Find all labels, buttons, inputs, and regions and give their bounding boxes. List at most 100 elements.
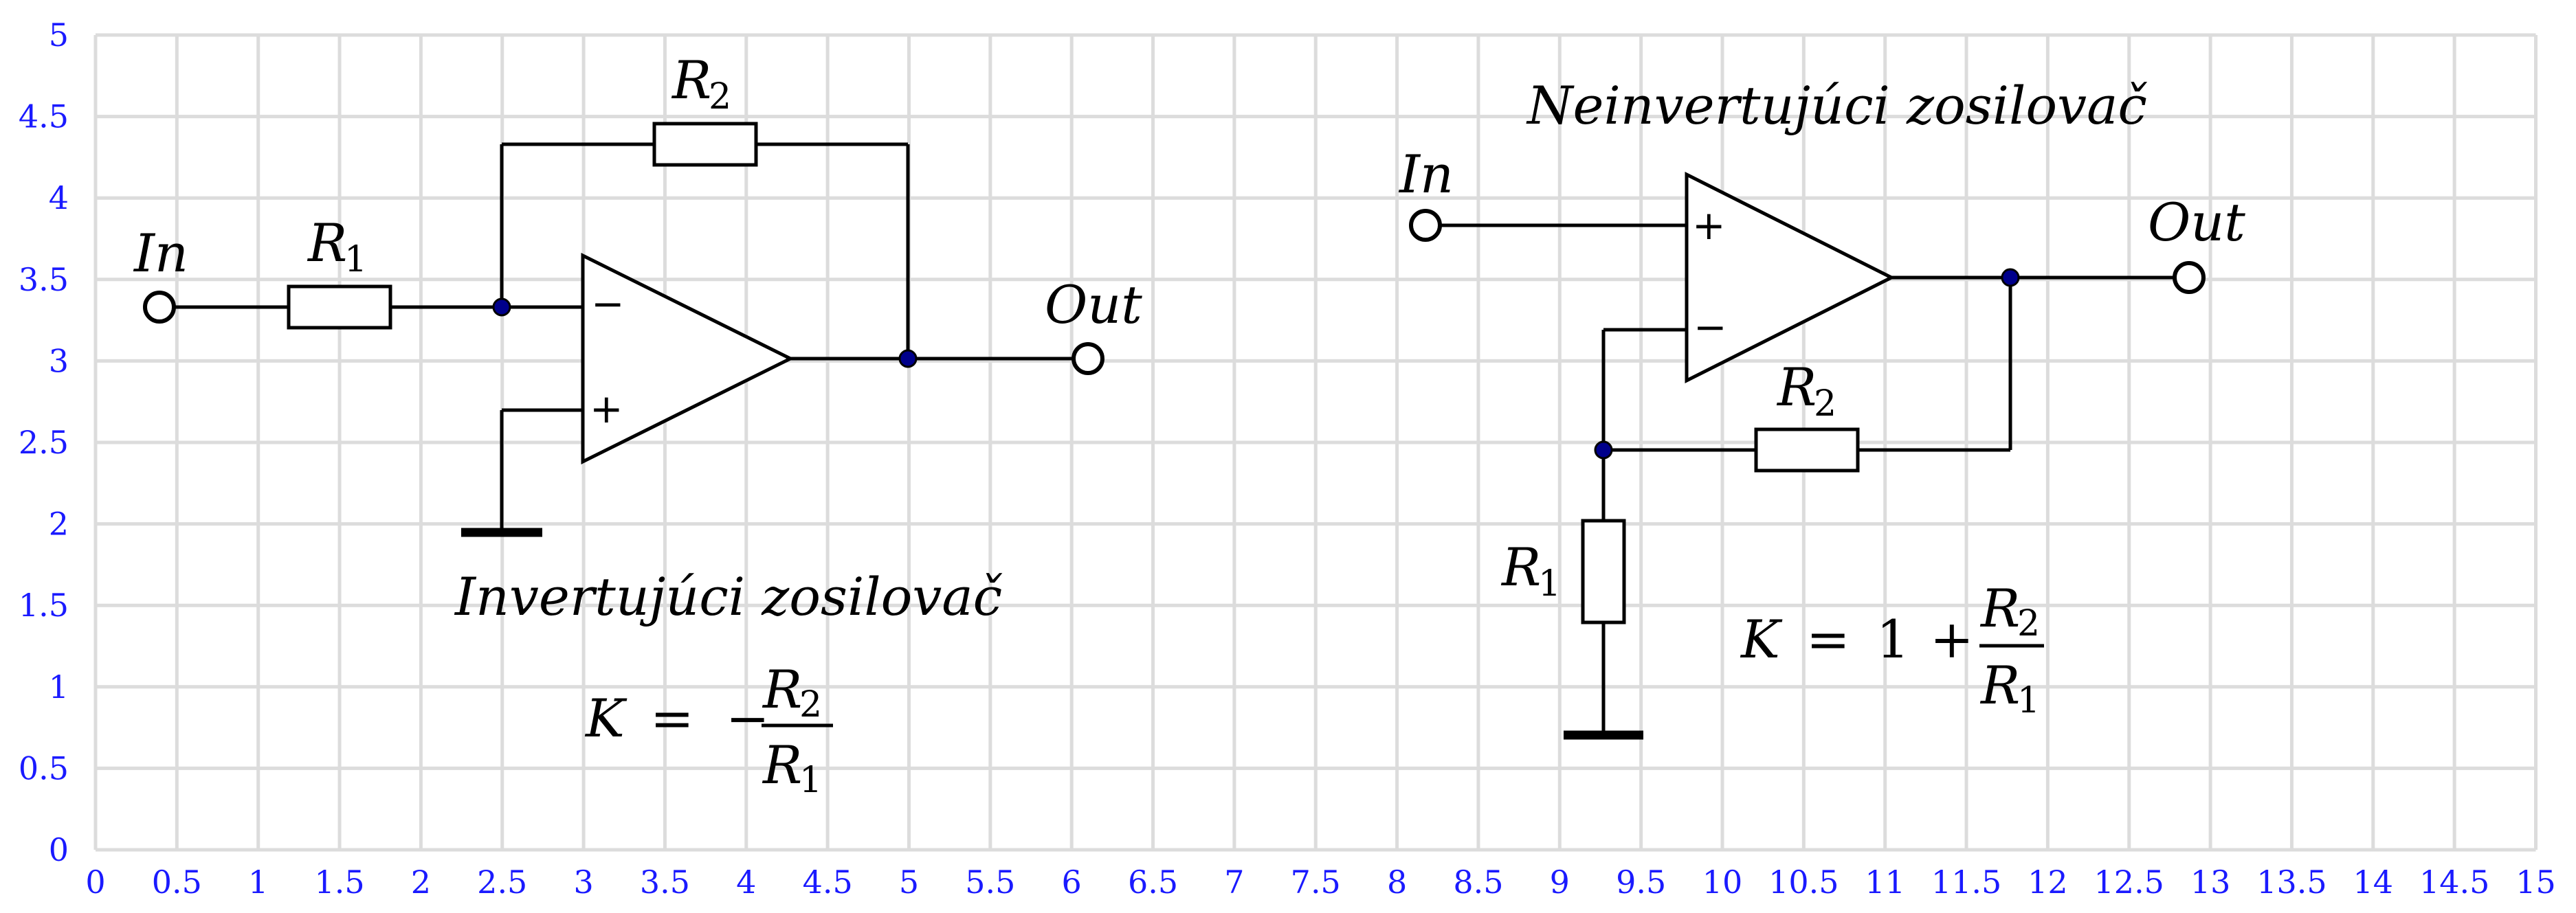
formula-numerator-r: R — [762, 659, 802, 720]
resistor-r2 — [1754, 427, 1860, 473]
r1-label: R 1 — [307, 212, 367, 280]
formula-plus: + — [1930, 609, 1974, 670]
r1-subscript: 1 — [344, 239, 367, 280]
junction-node — [1594, 440, 1613, 460]
r2-label: R 2 — [1776, 357, 1836, 425]
r1-subscript: 1 — [1538, 563, 1561, 605]
y-tick-label: 4.5 — [19, 98, 69, 135]
y-tick-label: 3.5 — [19, 261, 69, 298]
x-tick-label: 12.5 — [2094, 864, 2164, 901]
inverting-title: Invertujúci zosilovač — [454, 566, 1003, 627]
junction-node — [2001, 268, 2020, 287]
noninverting-title: Neinvertujúci zosilovač — [1526, 75, 2147, 136]
formula-denominator-sub: 1 — [2017, 680, 2040, 721]
resistor-r2 — [652, 122, 758, 167]
formula-numerator-sub: 2 — [799, 684, 822, 725]
formula-k: K — [584, 688, 628, 749]
x-tick-label: 9.5 — [1616, 864, 1666, 901]
x-tick-label: 1.5 — [314, 864, 364, 901]
r2-subscript: 2 — [709, 76, 731, 117]
r1-label: R 1 — [1500, 537, 1561, 605]
x-tick-label: 7 — [1224, 864, 1244, 901]
x-tick-label: 14.5 — [2419, 864, 2489, 901]
x-tick-label: 5.5 — [965, 864, 1015, 901]
x-tick-label: 13.5 — [2256, 864, 2327, 901]
noninverting-amplifier-circuit: + − In Out R 2 R 1 Neinvertujúci zosilov… — [1398, 75, 2245, 740]
x-tick-label: 13 — [2190, 864, 2231, 901]
formula-denominator-r: R — [762, 734, 802, 796]
formula-equals: = — [1806, 609, 1850, 670]
r1-letter: R — [307, 212, 347, 273]
resistor-r1 — [287, 284, 392, 330]
output-terminal — [1072, 342, 1104, 375]
x-tick-label: 15 — [2516, 864, 2556, 901]
x-tick-label: 8 — [1387, 864, 1407, 901]
x-tick-label: 11 — [1865, 864, 1905, 901]
y-tick-label: 2 — [49, 506, 69, 543]
output-terminal — [2173, 261, 2206, 294]
input-terminal — [143, 291, 176, 324]
formula-denominator-r: R — [1979, 655, 2020, 716]
formula-equals: = — [650, 688, 694, 749]
x-tick-label: 4 — [736, 864, 756, 901]
formula-denominator-sub: 1 — [799, 760, 822, 801]
x-tick-label: 10.5 — [1768, 864, 1839, 901]
x-tick-label: 0.5 — [152, 864, 202, 901]
plus-sign: + — [590, 385, 623, 432]
input-terminal — [1409, 209, 1442, 242]
x-tick-label: 1 — [248, 864, 268, 901]
y-tick-label: 0.5 — [19, 749, 69, 787]
x-tick-label: 0 — [85, 864, 105, 901]
r2-letter: R — [671, 49, 711, 111]
op-amp-inverting — [581, 252, 795, 465]
out-label: Out — [2148, 192, 2245, 253]
y-tick-label: 1.5 — [19, 587, 69, 624]
op-amp-noninverting — [1685, 171, 1896, 384]
x-tick-label: 9 — [1550, 864, 1570, 901]
y-tick-label: 4 — [49, 179, 69, 216]
y-axis-tick-labels: 0 0.5 1 1.5 2 2.5 3 3.5 4 4.5 5 — [19, 16, 69, 868]
junction-node — [492, 297, 511, 317]
x-tick-label: 4.5 — [803, 864, 853, 901]
inverting-amplifier-circuit: − + In Out R 1 R 2 Invertujúci zosilovač… — [133, 49, 1142, 801]
formula-k: K — [1740, 609, 1783, 670]
r2-label: R 2 — [671, 49, 731, 117]
minus-sign: − — [1694, 304, 1727, 350]
y-tick-label: 5 — [49, 16, 69, 54]
r2-subscript: 2 — [1814, 383, 1836, 425]
x-tick-label: 10 — [1702, 864, 1743, 901]
x-tick-label: 12 — [2028, 864, 2068, 901]
x-tick-label: 6 — [1062, 864, 1082, 901]
y-tick-label: 0 — [49, 831, 69, 868]
x-tick-label: 2.5 — [477, 864, 527, 901]
x-tick-label: 8.5 — [1453, 864, 1503, 901]
resistor-r1 — [1581, 519, 1626, 624]
out-label: Out — [1045, 274, 1142, 335]
r1-letter: R — [1500, 537, 1541, 598]
formula-numerator-r: R — [1979, 578, 2020, 639]
x-tick-label: 6.5 — [1128, 864, 1178, 901]
plus-sign: + — [1692, 202, 1726, 249]
y-tick-label: 3 — [49, 342, 69, 379]
r2-letter: R — [1776, 357, 1817, 418]
x-tick-label: 5 — [899, 864, 919, 901]
y-tick-label: 1 — [49, 668, 69, 706]
grid — [93, 33, 2538, 852]
formula-numerator-sub: 2 — [2017, 603, 2040, 644]
x-tick-label: 11.5 — [1931, 864, 2001, 901]
x-tick-label: 3.5 — [640, 864, 690, 901]
junction-node — [898, 349, 918, 368]
in-label: In — [1398, 144, 1454, 205]
y-tick-label: 2.5 — [19, 424, 69, 461]
noninverting-gain-formula: K = 1 + R 2 R 1 — [1740, 578, 2044, 721]
x-tick-label: 2 — [411, 864, 431, 901]
formula-negative: − — [726, 688, 770, 749]
x-tick-label: 7.5 — [1291, 864, 1341, 901]
formula-one: 1 — [1876, 609, 1909, 670]
x-tick-label: 14 — [2353, 864, 2394, 901]
minus-sign: − — [591, 280, 625, 327]
x-tick-label: 3 — [573, 864, 593, 901]
in-label: In — [133, 223, 188, 284]
